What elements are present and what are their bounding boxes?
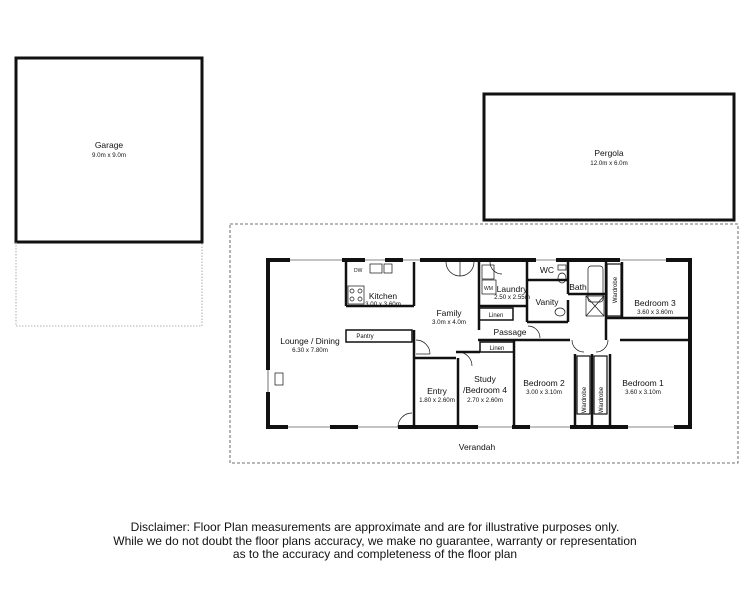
bedroom3-label: Bedroom 3 [634,298,676,308]
study-label: Study [474,374,496,384]
shower-icon [585,295,605,317]
doors [397,261,609,428]
bedroom2-label: Bedroom 2 [523,378,565,388]
toilet-icon [557,272,567,284]
passage-label: Passage [493,327,526,337]
trough-icon [481,264,495,280]
family-label: Family [436,308,462,318]
washing-machine-icon [481,279,497,295]
laundry-fixtures [481,264,497,295]
garage-apron [15,242,203,327]
kitchen-label: Kitchen [369,291,398,301]
garage: Garage 9.0m x 9.0m [14,56,204,327]
family-size: 3.0m x 4.0m [432,319,466,326]
bedroom1-size: 3.60 x 3.10m [625,389,661,396]
interior-walls [344,262,690,427]
disclaimer-line-1: Disclaimer: Floor Plan measurements are … [130,520,620,534]
bath-label: Bath [569,282,587,292]
washing-machine-label: WM [484,286,493,292]
bathtub-icon [587,265,604,303]
wardrobes [576,263,622,415]
lounge-label: Lounge / Dining [280,336,340,346]
verandah-boundary [229,223,739,464]
bedroom3-size: 3.60 x 3.60m [637,309,673,316]
disclaimer-line-3: as to the accuracy and completeness of t… [232,547,518,561]
pantry-label: Pantry [356,334,373,340]
bedroom4-label: /Bedroom 4 [463,385,507,395]
lounge-size: 6.30 x 7.80m [292,347,328,354]
vanity-label: Vanity [536,297,560,307]
entry-label: Entry [427,386,448,396]
bedroom2-size: 3.00 x 3.10m [526,389,562,396]
wardrobe-bedroom3-label: Wardrobe [613,276,619,303]
wc-label: WC [540,265,554,275]
sink-icon [369,263,383,274]
linen-passage-label: Linen [490,346,505,352]
windows [265,257,674,430]
pergola: Pergola 12.0m x 6.0m [482,92,736,222]
garage-size: 9.0m x 9.0m [92,152,126,159]
laundry-label: Laundry [497,284,528,294]
entry-size: 1.80 x 2.60m [419,397,455,404]
bathroom-fixtures [554,264,605,317]
disclaimer: Disclaimer: Floor Plan measurements are … [0,520,750,562]
study-size: 2.70 x 2.60m [467,397,503,404]
pergola-size: 12.0m x 6.0m [590,160,628,167]
kitchen-fixtures [347,263,393,305]
pergola-label: Pergola [594,148,624,158]
garage-label: Garage [95,140,124,150]
disclaimer-line-2: While we do not doubt the floor plans ac… [113,533,637,548]
linen-laundry-label: Linen [489,313,504,319]
dishwasher-label: DW [354,268,363,274]
pergola-outline [482,92,736,222]
verandah-label: Verandah [459,442,496,452]
bedroom1-label: Bedroom 1 [622,378,664,388]
basin-icon [554,307,566,317]
garage-outline [14,56,204,244]
wardrobe-bedroom2-label: Wardrobe [582,386,588,413]
kitchen-size: 3.00 x 3.60m [365,301,401,308]
cooktop-icon [347,285,365,305]
laundry-size: 2.50 x 2.55m [494,294,530,301]
heater-icon [274,372,284,386]
wardrobe-bedroom1-label: Wardrobe [599,386,605,413]
